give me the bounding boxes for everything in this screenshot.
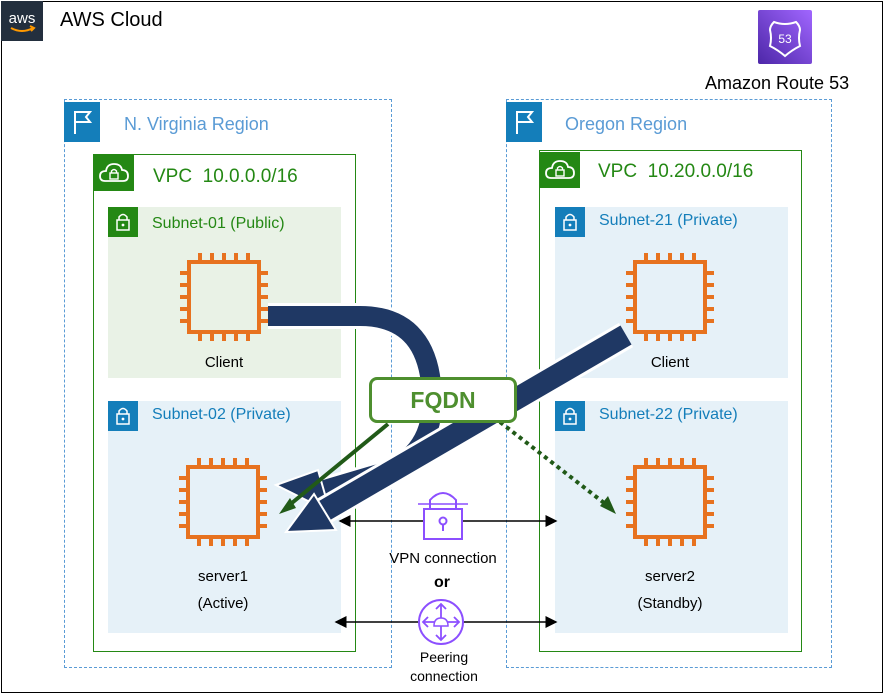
ec2-chip-icon xyxy=(177,456,269,548)
aws-logo-text: aws xyxy=(9,10,36,27)
vpn-connection-label: VPN connection xyxy=(389,550,497,567)
lock-icon xyxy=(555,401,585,431)
lock-icon xyxy=(108,207,138,237)
aws-cloud-title: AWS Cloud xyxy=(60,9,163,31)
subnet-22 xyxy=(555,401,788,633)
client-right-arrow xyxy=(316,325,632,522)
vpc-left xyxy=(93,154,356,652)
client-right-arrowhead xyxy=(283,492,338,534)
peering-label-line1: Peering xyxy=(419,649,469,665)
vpn-lock-icon xyxy=(418,492,468,540)
vpc-right-label: VPC 10.20.0.0/16 xyxy=(598,161,754,182)
fqdn-to-server2-arrowhead xyxy=(600,496,616,514)
vpc-cloud-icon xyxy=(540,152,580,188)
peering-icon xyxy=(418,599,464,645)
subnet-01 xyxy=(108,207,341,378)
ec2-chip-icon xyxy=(624,456,716,548)
vpc-cloud-icon xyxy=(94,155,134,191)
lock-icon xyxy=(108,401,138,431)
fqdn-to-server1-arrowhead xyxy=(279,498,296,514)
server1-label: server1 xyxy=(197,568,249,585)
route53-badge: 53 xyxy=(778,32,792,46)
subnet-02-label: Subnet-02 (Private) xyxy=(152,406,291,423)
region-label-right: Oregon Region xyxy=(565,114,688,134)
lock-icon xyxy=(555,207,585,237)
peering-label-line2: connection xyxy=(410,668,478,684)
subnet-01-label: Subnet-01 (Public) xyxy=(152,215,285,232)
client-left-label: Client xyxy=(204,354,244,371)
or-label: or xyxy=(434,574,450,591)
server2-state: (Standby) xyxy=(637,595,703,612)
subnet-22-label: Subnet-22 (Private) xyxy=(599,406,738,423)
client-right-label: Client xyxy=(650,354,690,371)
region-flag-icon xyxy=(506,102,542,142)
region-label-left: N. Virginia Region xyxy=(124,114,269,134)
vpc-left-label: VPC 10.0.0.0/16 xyxy=(153,166,298,187)
ec2-chip-icon xyxy=(178,251,270,343)
aws-logo: aws xyxy=(1,1,43,41)
region-flag-icon xyxy=(64,102,100,142)
route53-icon: 53 xyxy=(758,10,812,64)
server2-label: server2 xyxy=(644,568,696,585)
subnet-21-label: Subnet-21 (Private) xyxy=(599,212,738,229)
ec2-chip-icon xyxy=(624,251,716,343)
route53-label: Amazon Route 53 xyxy=(705,73,850,93)
fqdn-to-server2-arrow xyxy=(498,420,610,508)
server1-state: (Active) xyxy=(197,595,249,612)
fqdn-box: FQDN xyxy=(369,377,517,423)
fqdn-to-server1-arrow xyxy=(285,422,390,509)
